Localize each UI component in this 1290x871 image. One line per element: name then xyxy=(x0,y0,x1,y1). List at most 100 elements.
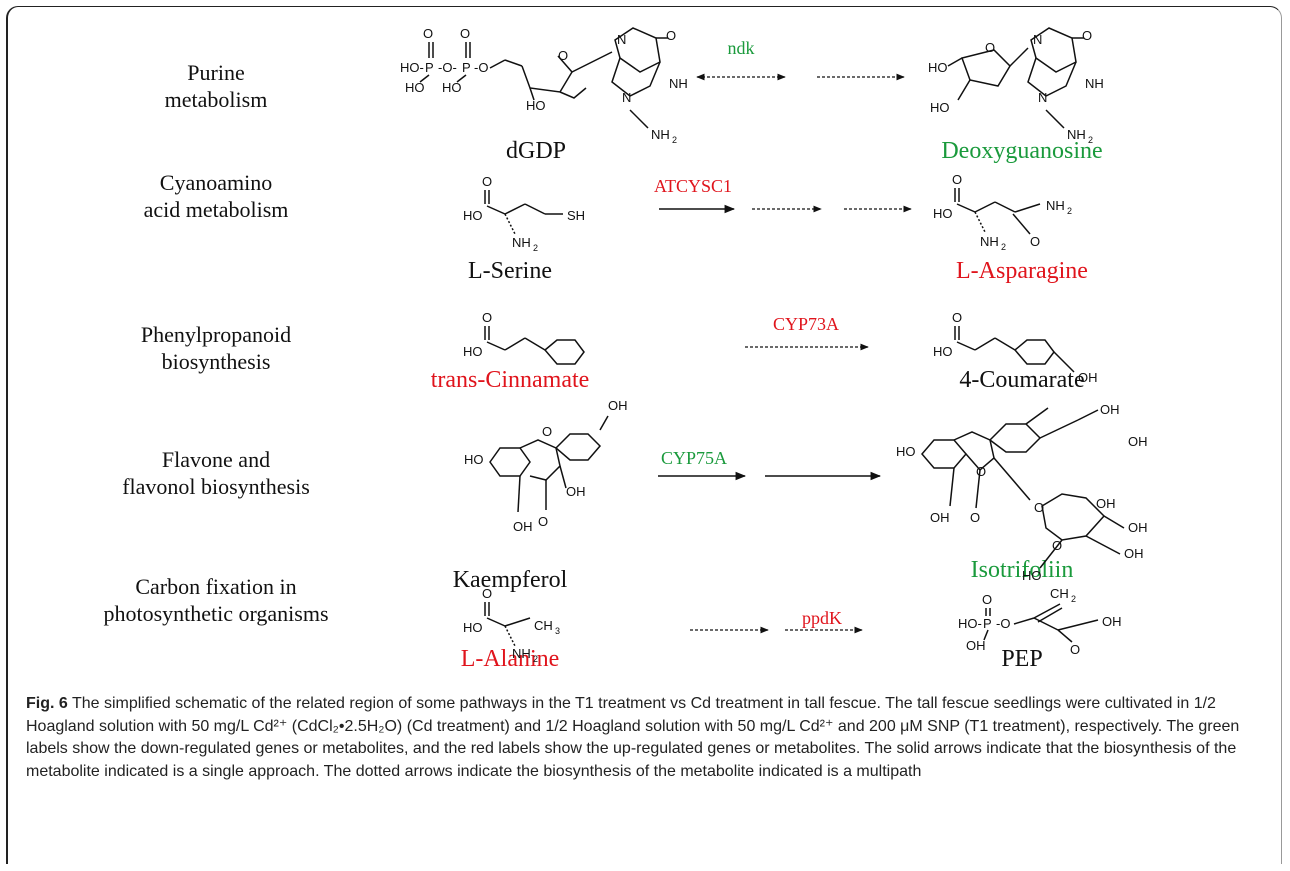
svg-text:NH: NH xyxy=(669,76,688,91)
svg-text:HO-: HO- xyxy=(958,616,982,631)
svg-text:O: O xyxy=(538,514,548,529)
svg-text:N: N xyxy=(622,90,631,105)
structure-lalanine: O HO CH 3 NH 2 xyxy=(463,586,560,664)
pathway-label-carbon-1: Carbon fixation in xyxy=(135,574,296,599)
svg-text:HO: HO xyxy=(930,100,950,115)
svg-text:2: 2 xyxy=(1067,206,1072,216)
pathway-label-flavone-2: flavonol biosynthesis xyxy=(122,474,310,499)
compound-lasparagine: L-Asparagine xyxy=(956,258,1088,284)
svg-text:HO: HO xyxy=(405,80,425,95)
svg-text:HO: HO xyxy=(933,344,953,359)
pathway-label-phenylpropanoid-2: biosynthesis xyxy=(162,349,271,374)
svg-text:O: O xyxy=(460,26,470,41)
structure-coumarate: O HO OH xyxy=(933,310,1098,385)
structure-lserine: O HO NH 2 SH xyxy=(463,174,585,253)
svg-text:2: 2 xyxy=(1071,594,1076,604)
svg-text:O: O xyxy=(976,464,986,479)
svg-text:OH: OH xyxy=(1128,434,1148,449)
svg-text:HO: HO xyxy=(896,444,916,459)
compound-deoxyguanosine: Deoxyguanosine xyxy=(941,138,1102,164)
structure-lasparagine: O HO NH 2 O NH 2 xyxy=(933,172,1072,252)
enzyme-atcysc1: ATCYSC1 xyxy=(654,176,732,196)
structure-deoxyguanosine: HO O HO N O NH N NH 2 xyxy=(928,27,1104,145)
svg-text:OH: OH xyxy=(1102,614,1122,629)
svg-text:HO-: HO- xyxy=(400,60,424,75)
enzyme-ndk: ndk xyxy=(728,38,755,58)
svg-text:HO: HO xyxy=(526,98,546,113)
svg-text:HO: HO xyxy=(463,620,483,635)
svg-text:O: O xyxy=(482,310,492,325)
svg-text:HO: HO xyxy=(442,80,462,95)
pathway-label-carbon-2: photosynthetic organisms xyxy=(103,601,328,626)
svg-text:OH: OH xyxy=(1128,520,1148,535)
svg-text:O: O xyxy=(985,40,995,55)
enzyme-cyp73a: CYP73A xyxy=(773,314,839,334)
svg-text:OH: OH xyxy=(966,638,986,653)
svg-text:O: O xyxy=(666,28,676,43)
svg-text:2: 2 xyxy=(1088,135,1093,145)
caption-label: Fig. 6 xyxy=(26,695,68,712)
svg-text:O: O xyxy=(982,592,992,607)
svg-text:OH: OH xyxy=(566,484,586,499)
compound-transcinnamate: trans-Cinnamate xyxy=(431,367,590,393)
svg-text:O: O xyxy=(1070,642,1080,657)
svg-text:O: O xyxy=(952,310,962,325)
svg-text:NH: NH xyxy=(1067,127,1086,142)
svg-text:O: O xyxy=(482,586,492,601)
svg-text:NH: NH xyxy=(1085,76,1104,91)
compound-lserine: L-Serine xyxy=(468,258,552,284)
compound-pep: PEP xyxy=(1001,646,1042,672)
svg-text:NH: NH xyxy=(512,646,531,661)
compound-lalanine: L-Alanine xyxy=(461,646,560,672)
svg-text:NH: NH xyxy=(512,235,531,250)
svg-text:2: 2 xyxy=(1001,242,1006,252)
svg-text:N: N xyxy=(1038,90,1047,105)
svg-text:NH: NH xyxy=(980,234,999,249)
svg-text:CH: CH xyxy=(1050,586,1069,601)
svg-text:OH: OH xyxy=(1100,402,1120,417)
svg-text:P: P xyxy=(462,60,471,75)
svg-text:OH: OH xyxy=(1124,546,1144,561)
svg-text:N: N xyxy=(617,32,626,47)
svg-text:OH: OH xyxy=(1096,496,1116,511)
compound-kaempferol: Kaempferol xyxy=(453,567,568,593)
svg-text:O: O xyxy=(558,48,568,63)
compound-coumarate: 4-Coumarate xyxy=(959,367,1084,393)
svg-text:-O: -O xyxy=(474,60,488,75)
pathway-label-flavone-1: Flavone and xyxy=(162,447,270,472)
pathway-diagram: Purine metabolism Cyanoamino acid metabo… xyxy=(103,26,1148,672)
svg-text:HO: HO xyxy=(464,452,484,467)
svg-text:P: P xyxy=(983,616,992,631)
svg-text:O: O xyxy=(952,172,962,187)
svg-text:O: O xyxy=(1082,28,1092,43)
caption-text: The simplified schematic of the related … xyxy=(26,695,1240,780)
svg-text:P: P xyxy=(425,60,434,75)
svg-text:O: O xyxy=(542,424,552,439)
svg-text:O: O xyxy=(482,174,492,189)
svg-text:SH: SH xyxy=(567,208,585,223)
structure-dgdp: HO- P O HO -O- P O HO -O HO O N O NH N N… xyxy=(400,26,688,145)
pathway-label-purine-2: metabolism xyxy=(165,87,268,112)
svg-text:2: 2 xyxy=(672,135,677,145)
svg-text:OH: OH xyxy=(513,519,533,534)
svg-text:O: O xyxy=(423,26,433,41)
structure-transcinnamate: O HO xyxy=(463,310,585,365)
pathway-label-cyanoamino-2: acid metabolism xyxy=(144,197,289,222)
svg-text:HO: HO xyxy=(928,60,948,75)
svg-text:OH: OH xyxy=(1078,370,1098,385)
figure-caption: Fig. 6 The simplified schematic of the r… xyxy=(26,693,1266,783)
svg-text:HO: HO xyxy=(463,208,483,223)
enzyme-ppdk: ppdK xyxy=(802,608,842,628)
structure-kaempferol: HO O OH OH OH O xyxy=(464,398,628,534)
svg-text:N: N xyxy=(1033,32,1042,47)
svg-text:-O-: -O- xyxy=(438,60,457,75)
enzyme-cyp75a: CYP75A xyxy=(661,448,727,468)
svg-text:O: O xyxy=(1034,500,1044,515)
figure-frame xyxy=(6,6,1282,864)
svg-text:NH: NH xyxy=(1046,198,1065,213)
compound-dgdp: dGDP xyxy=(506,138,566,164)
svg-text:HO: HO xyxy=(1022,568,1042,583)
svg-text:HO: HO xyxy=(463,344,483,359)
svg-text:OH: OH xyxy=(930,510,950,525)
svg-text:3: 3 xyxy=(555,626,560,636)
